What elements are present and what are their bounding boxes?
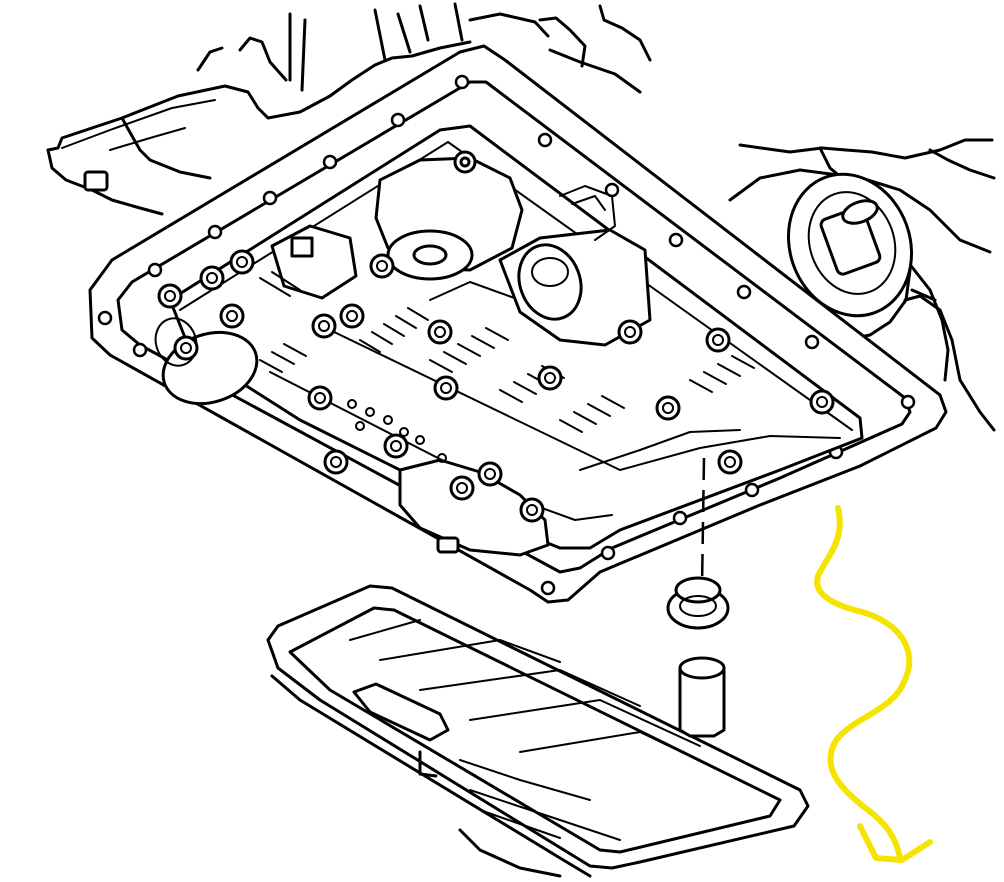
valve-spools (259, 307, 755, 433)
transmission-filter (266, 584, 810, 878)
annotation-squiggle-arrow (814, 505, 933, 863)
solenoid-assemblies (259, 150, 652, 347)
filter-pickup-neck (678, 656, 726, 738)
filter-seal-ring (666, 576, 730, 630)
output-housing (728, 168, 996, 432)
valve-body (154, 124, 864, 557)
valve-body-bolts (157, 249, 835, 523)
transmission-case-outline (46, 2, 996, 382)
alignment-line (700, 457, 706, 589)
